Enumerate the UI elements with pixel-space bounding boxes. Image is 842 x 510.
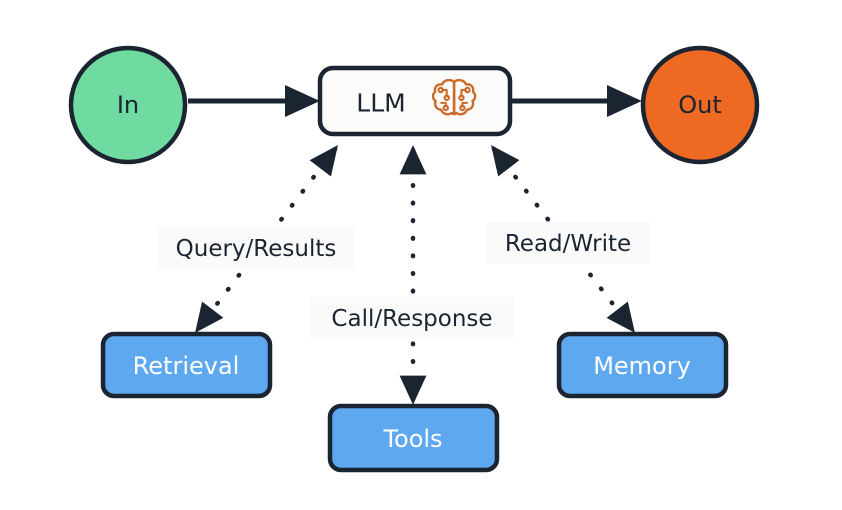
node-retrieval-shape[interactable]: [100, 331, 273, 399]
node-out-shape[interactable]: [640, 45, 760, 165]
edge-label-call-response: Call/Response: [310, 297, 514, 339]
edge-label-query-results: Query/Results: [158, 227, 354, 269]
node-memory-shape[interactable]: [556, 331, 729, 399]
edge-llm-memory: [491, 145, 635, 333]
node-in[interactable]: In: [68, 45, 188, 165]
edge-label-read-write: Read/Write: [487, 222, 650, 264]
edge-label-call-response-bg: [310, 297, 514, 339]
edge-line-read-write: [491, 145, 635, 333]
node-llm-shape[interactable]: [317, 65, 513, 137]
node-memory-label: Memory: [593, 352, 691, 380]
edge-label-call-response-text: Call/Response: [331, 306, 492, 332]
node-memory[interactable]: Memory: [556, 331, 729, 399]
edge-label-read-write-text: Read/Write: [505, 231, 631, 257]
node-in-shape[interactable]: [68, 45, 188, 165]
node-tools-label: Tools: [382, 425, 442, 453]
node-retrieval[interactable]: Retrieval: [100, 331, 273, 399]
node-llm[interactable]: LLM: [317, 65, 513, 137]
node-tools-shape[interactable]: [327, 403, 500, 473]
edge-label-query-results-text: Query/Results: [176, 236, 337, 262]
node-retrieval-label: Retrieval: [133, 352, 240, 380]
node-out-label: Out: [678, 91, 722, 119]
edge-label-query-results-bg: [158, 227, 354, 269]
node-out[interactable]: Out: [640, 45, 760, 165]
node-llm-label: LLM: [356, 89, 405, 118]
node-tools[interactable]: Tools: [327, 403, 500, 473]
node-in-label: In: [117, 91, 139, 119]
brain-icon: [431, 78, 477, 116]
edge-line-query-results: [195, 145, 338, 333]
edge-label-read-write-bg: [487, 222, 650, 264]
edge-llm-retrieval: [195, 145, 338, 333]
